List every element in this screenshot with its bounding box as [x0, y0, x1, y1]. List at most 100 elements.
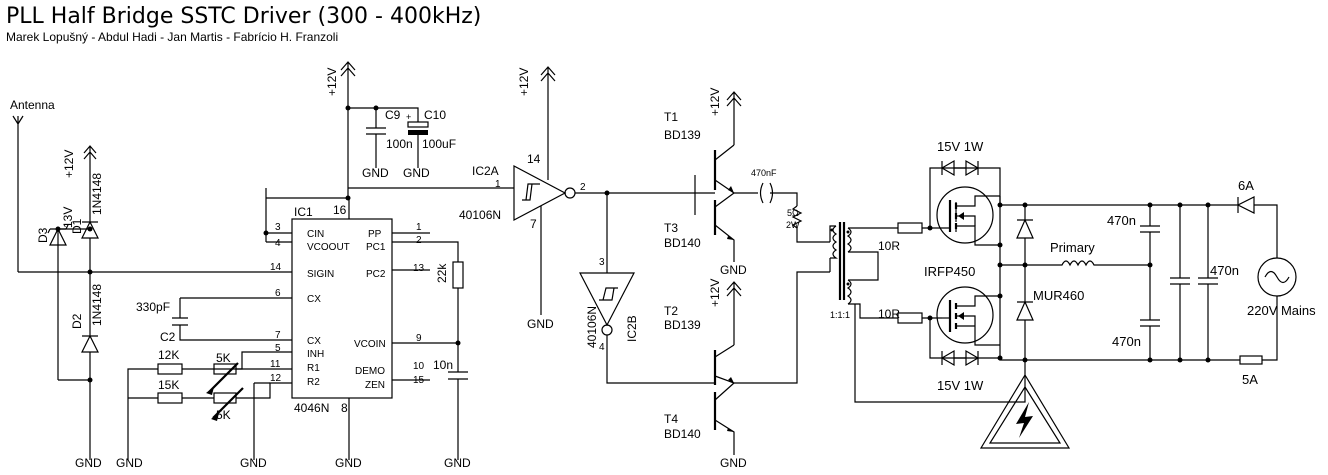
d2-value: 1N4148: [90, 284, 104, 326]
ic1-pin-10: 10: [413, 361, 425, 372]
timing-network: 330pF C2 12K 15K 5K 5K GND GND: [116, 297, 292, 470]
ic1-pin-inh: INH: [307, 349, 324, 360]
ic1-pin-pc2: PC2: [366, 269, 386, 280]
r5w-label: 2W: [786, 220, 800, 230]
t1-ref: T1: [664, 110, 678, 124]
ic2b-ref: IC2B: [625, 315, 639, 342]
ic1-pin-6: 6: [275, 288, 281, 299]
ic2b-pin-out: 4: [599, 342, 605, 353]
diode-label: MUR460: [1033, 288, 1084, 303]
ic1-pin-2: 2: [416, 235, 422, 246]
ic2-inverters: +12V IC2A 40106N 1 2 14 7 GND 3 4 IC2B 4…: [265, 66, 695, 384]
xfmr-ratio: 1:1:1: [830, 310, 850, 320]
ic1-pin-r1: R1: [307, 363, 320, 374]
c9-value: 100n: [386, 137, 413, 151]
gnd-label-3: GND: [240, 456, 267, 470]
ic1-pin-4: 4: [275, 238, 281, 249]
ic1-pin-vss: 8: [341, 401, 348, 415]
r15k-label: 15K: [158, 378, 179, 392]
title: PLL Half Bridge SSTC Driver (300 - 400kH…: [6, 4, 481, 29]
d3-value: 13V: [61, 207, 75, 228]
r5-label: 5Ω: [787, 208, 799, 218]
t3-part: BD140: [664, 236, 701, 250]
power-stage: 15V 1W 15V 1W IRFP450 MUR460 Primary: [924, 139, 1316, 393]
antenna-label: Antenna: [10, 98, 55, 112]
ic1-pin-12: 12: [270, 373, 282, 384]
cap-b-label: 470n: [1210, 263, 1239, 278]
zener-top-label: 15V 1W: [937, 139, 984, 154]
ic1-pin-cx2: CX: [307, 336, 321, 347]
t3-ref: T3: [664, 221, 678, 235]
d2-ref: D2: [70, 313, 84, 329]
gnd-label-t3: GND: [720, 263, 747, 277]
gnd-label-4: GND: [335, 456, 362, 470]
t4-part: BD140: [664, 427, 701, 441]
ic1-pin-13: 13: [413, 263, 425, 274]
c2-value: 330pF: [136, 300, 170, 314]
fuse-bot-label: 5A: [1242, 372, 1258, 387]
ic1-pin-sigin: SIGIN: [307, 269, 334, 280]
ic1-pin-11: 11: [270, 359, 281, 370]
ic1-pin-pc1: PC1: [366, 242, 386, 253]
supply-label-ic2: +12V: [517, 68, 531, 96]
zener-bot-label: 15V 1W: [937, 378, 984, 393]
ic2a-pin-vss: 7: [530, 217, 537, 231]
ic1-pin-15: 15: [413, 375, 425, 386]
pot2-label: 5K: [216, 408, 231, 422]
d3-ref: D3: [36, 227, 50, 243]
gnd-label-c10: GND: [403, 166, 430, 180]
gate-r1-label: 10R: [878, 239, 900, 253]
ic2b-part: 40106N: [585, 306, 599, 348]
supply-decoupling: +12V C9 100n C10 100uF + GND GND: [266, 61, 456, 201]
gnd-label-5: GND: [444, 456, 471, 470]
gnd-label-6: GND: [527, 317, 554, 331]
supply-label-t1: +12V: [708, 88, 722, 116]
cap-c-label: 470n: [1112, 334, 1141, 349]
ic1-pin-9: 9: [416, 333, 422, 344]
gate-drive: +12V T1 BD139 T3 BD140 GND 470nF 5Ω 2W +…: [664, 88, 830, 470]
gnd-label-1: GND: [75, 456, 102, 470]
c10-ref: C10: [424, 108, 446, 122]
ic1-pin-cin: CIN: [307, 229, 324, 240]
authors: Marek Lopušný - Abdul Hadi - Jan Martis …: [6, 30, 338, 44]
antenna-section: Antenna +12V D1 1N4148 D3 13V D2 1N4148 …: [10, 98, 292, 470]
ic1-ref: IC1: [294, 205, 313, 219]
ic1-pin-3: 3: [275, 222, 281, 233]
d1-value: 1N4148: [90, 173, 104, 215]
pot1-label: 5K: [216, 351, 231, 365]
r12k-label: 12K: [158, 348, 179, 362]
ic2b-pin-in: 3: [599, 257, 605, 268]
ic1-pin-5: 5: [275, 343, 281, 354]
ic1-part: 4046N: [294, 401, 329, 415]
supply-label-d1: +12V: [62, 150, 76, 178]
mosfet-label: IRFP450: [924, 264, 975, 279]
t1-part: BD139: [664, 128, 701, 142]
c9-ref: C9: [385, 108, 401, 122]
ic1-pin-7: 7: [275, 330, 281, 341]
c2-ref: C2: [160, 330, 176, 344]
ic1-pin-1: 1: [416, 222, 422, 233]
c10-plus: +: [406, 112, 411, 122]
ic1-pin-vcoout: VCOOUT: [307, 242, 350, 253]
ic1-pin-demo: DEMO: [355, 366, 385, 377]
t4-ref: T4: [664, 412, 678, 426]
ic2a-pin-vdd: 14: [527, 152, 541, 166]
ic1-pin-14: 14: [270, 262, 282, 273]
c10-value: 100uF: [422, 137, 456, 151]
t2-part: BD139: [664, 318, 701, 332]
gate-transformer: 1:1:1 10R 10R: [829, 222, 1026, 403]
supply-label-ic1: +12V: [325, 68, 339, 96]
ic2a-ref: IC2A: [472, 164, 499, 178]
gnd-label-c9: GND: [362, 166, 389, 180]
d1-ref: D1: [70, 218, 84, 234]
ic1-pin-vdd: 16: [333, 203, 347, 217]
fuse-top-label: 6A: [1238, 178, 1254, 193]
ic2a-pin-in: 1: [495, 179, 501, 190]
ic1-4046: IC1 4046N 8 16 GND 3 CIN 4 VCOOUT 14 SIG…: [263, 198, 471, 470]
ic1-pin-pp: PP: [368, 229, 382, 240]
gate-r2-label: 10R: [878, 307, 900, 321]
c10n-label: 10n: [433, 358, 453, 372]
primary-label: Primary: [1050, 240, 1095, 255]
ic2a-part: 40106N: [459, 208, 501, 222]
